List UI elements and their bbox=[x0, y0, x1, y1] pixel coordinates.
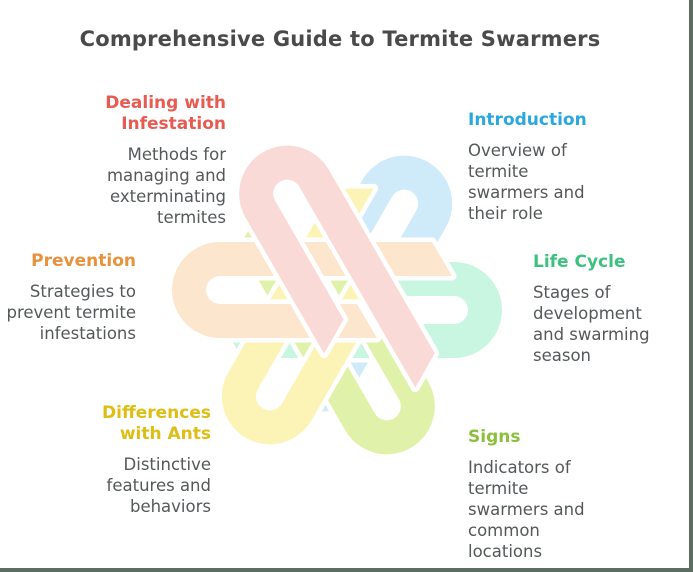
section-description: Strategies to prevent termite infestatio… bbox=[6, 282, 136, 343]
section-description: Distinctive features and behaviors bbox=[106, 455, 211, 516]
section-heading: Prevention bbox=[31, 251, 136, 271]
section-heading: Dealing with Infestation bbox=[105, 93, 226, 134]
section-prevention: Prevention Strategies to prevent termite… bbox=[0, 251, 136, 344]
section-heading: Introduction bbox=[468, 110, 587, 130]
section-life-cycle: Life Cycle Stages of development and swa… bbox=[533, 252, 689, 366]
section-signs: Signs Indicators of termite swarmers and… bbox=[468, 427, 628, 562]
section-description: Indicators of termite swarmers and commo… bbox=[468, 458, 585, 561]
section-heading: Life Cycle bbox=[533, 252, 626, 272]
section-description: Methods for managing and exterminating t… bbox=[106, 145, 226, 227]
section-description: Overview of termite swarmers and their r… bbox=[468, 141, 585, 223]
knot-diagram bbox=[167, 141, 507, 459]
section-differences-with-ants: Differences with Ants Distinctive featur… bbox=[31, 403, 211, 517]
page-title: Comprehensive Guide to Termite Swarmers bbox=[79, 27, 601, 51]
section-dealing-with-infestation: Dealing with Infestation Methods for man… bbox=[41, 93, 226, 228]
section-heading: Differences with Ants bbox=[102, 403, 211, 444]
section-heading: Signs bbox=[468, 427, 521, 447]
section-description: Stages of development and swarming seaso… bbox=[533, 283, 650, 365]
section-introduction: Introduction Overview of termite swarmer… bbox=[468, 110, 628, 224]
petal-dealing-icon bbox=[234, 141, 440, 393]
